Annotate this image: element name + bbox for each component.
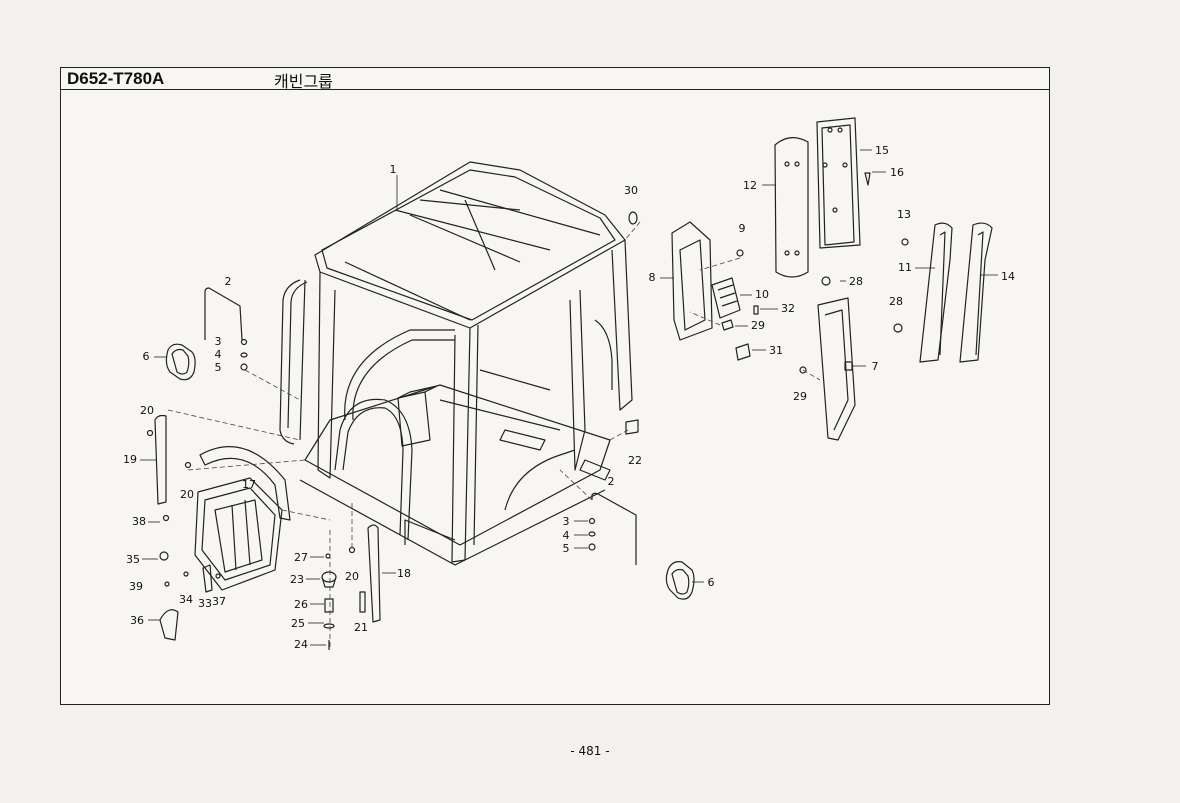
- callout-7: 7: [872, 360, 879, 373]
- sheet-header: D652-T780A 캐빈그룹: [61, 68, 1049, 91]
- panel-assembly: [194, 477, 283, 591]
- callout-2: 2: [608, 475, 615, 488]
- group-title: 캐빈그룹: [274, 72, 333, 91]
- callout-35: 35: [126, 553, 140, 566]
- part-10: [711, 277, 741, 319]
- callout-3: 3: [563, 515, 570, 528]
- callout-23: 23: [290, 573, 304, 586]
- callout-16: 16: [890, 166, 904, 179]
- part-12: [774, 137, 809, 278]
- callout-8: 8: [649, 271, 656, 284]
- model-code: D652-T780A: [67, 69, 165, 88]
- callout-3: 3: [215, 335, 222, 348]
- callout-15: 15: [875, 144, 889, 157]
- callout-29: 29: [793, 390, 807, 403]
- callout-4: 4: [563, 529, 570, 542]
- part-11: [919, 222, 953, 363]
- callout-10: 10: [755, 288, 769, 301]
- part-22: [625, 419, 639, 435]
- callout-25: 25: [291, 617, 305, 630]
- callout-17: 17: [242, 478, 256, 491]
- callout-12: 12: [743, 179, 757, 192]
- callout-19: 19: [123, 453, 137, 466]
- center-stack: [321, 553, 337, 650]
- callout-39: 39: [129, 580, 143, 593]
- callout-36: 36: [130, 614, 144, 627]
- callout-33: 33: [198, 597, 212, 610]
- parts-3-4-5-left: [240, 338, 248, 371]
- part-17: [199, 446, 291, 521]
- callout-6: 6: [708, 576, 715, 589]
- callout-22: 22: [628, 454, 642, 467]
- callout-6: 6: [143, 350, 150, 363]
- callout-2: 2: [225, 275, 232, 288]
- callout-18: 18: [397, 567, 411, 580]
- part-18: [367, 524, 381, 623]
- part-30: [628, 211, 638, 225]
- callout-9: 9: [739, 222, 746, 235]
- callout-21: 21: [354, 621, 368, 634]
- part-36: [159, 609, 179, 641]
- part-6-left: [165, 343, 196, 381]
- part-8: [671, 221, 713, 341]
- callout-11: 11: [898, 261, 912, 274]
- drawing-sheet: D652-T780A 캐빈그룹: [60, 67, 1050, 705]
- callout-30: 30: [624, 184, 638, 197]
- part-7: [817, 297, 856, 441]
- callout-32: 32: [781, 302, 795, 315]
- part-15: [816, 117, 861, 249]
- cab-frame: [279, 161, 633, 566]
- callout-28: 28: [889, 295, 903, 308]
- callout-28: 28: [849, 275, 863, 288]
- callout-38: 38: [132, 515, 146, 528]
- callout-26: 26: [294, 598, 308, 611]
- part-6-right: [665, 561, 695, 600]
- leader-lines: [140, 149, 998, 646]
- callout-20: 20: [345, 570, 359, 583]
- callout-20: 20: [140, 404, 154, 417]
- part-2-left: [204, 287, 243, 341]
- callout-27: 27: [294, 551, 308, 564]
- callout-29: 29: [751, 319, 765, 332]
- part-14: [959, 222, 993, 363]
- callout-1: 1: [390, 163, 397, 176]
- callout-5: 5: [215, 361, 222, 374]
- callout-31: 31: [769, 344, 783, 357]
- callout-37: 37: [212, 595, 226, 608]
- part-19: [154, 414, 167, 505]
- part-2-right: [591, 492, 637, 565]
- page-number: - 481 -: [570, 744, 610, 758]
- callout-34: 34: [179, 593, 193, 606]
- callout-20: 20: [180, 488, 194, 501]
- callout-24: 24: [294, 638, 308, 651]
- callout-5: 5: [563, 542, 570, 555]
- callout-4: 4: [215, 348, 222, 361]
- part-21: [359, 591, 366, 613]
- callout-13: 13: [897, 208, 911, 221]
- guide-lines: [167, 221, 821, 650]
- callout-14: 14: [1001, 270, 1015, 283]
